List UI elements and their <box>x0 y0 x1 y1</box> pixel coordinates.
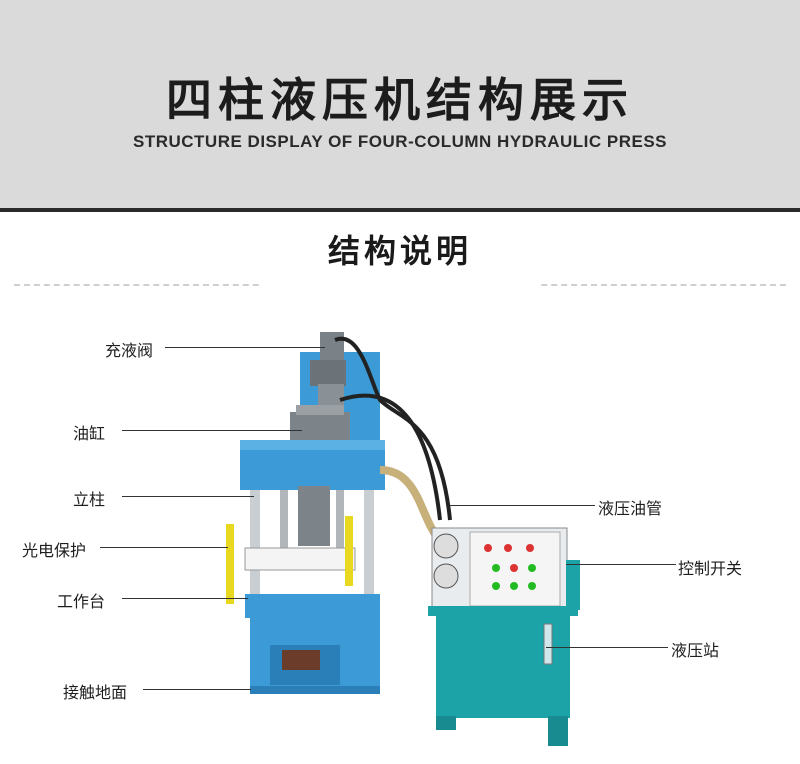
label-column: 立柱 <box>73 490 106 509</box>
label-hydraulic-station: 液压站 <box>671 641 720 660</box>
label-worktable: 工作台 <box>57 592 106 611</box>
leader-control-switch <box>566 564 676 565</box>
label-fill-valve: 充液阀 <box>105 341 154 360</box>
page-title: 四柱液压机结构展示 <box>166 73 634 127</box>
label-ground-contact: 接触地面 <box>63 683 128 702</box>
label-cylinder: 油缸 <box>73 424 106 443</box>
leader-worktable <box>122 598 248 599</box>
leader-column <box>122 496 254 497</box>
label-control-switch: 控制开关 <box>678 559 743 578</box>
leader-oil-pipe <box>450 505 595 506</box>
label-photoelectric-protection: 光电保护 <box>22 541 87 560</box>
leader-fill-valve <box>165 347 325 348</box>
header-banner: 四柱液压机结构展示 STRUCTURE DISPLAY OF FOUR-COLU… <box>0 0 800 208</box>
leader-pump-station <box>546 647 668 648</box>
section-title: 结构说明 <box>327 232 472 270</box>
page-subtitle: STRUCTURE DISPLAY OF FOUR-COLUMN HYDRAUL… <box>132 132 668 151</box>
leader-photoelectric <box>100 547 228 548</box>
leader-ground <box>143 689 251 690</box>
title-backdrop <box>262 266 538 324</box>
label-hydraulic-oil-pipe: 液压油管 <box>598 499 663 518</box>
leader-cylinder <box>122 430 302 431</box>
header-divider <box>0 208 800 212</box>
